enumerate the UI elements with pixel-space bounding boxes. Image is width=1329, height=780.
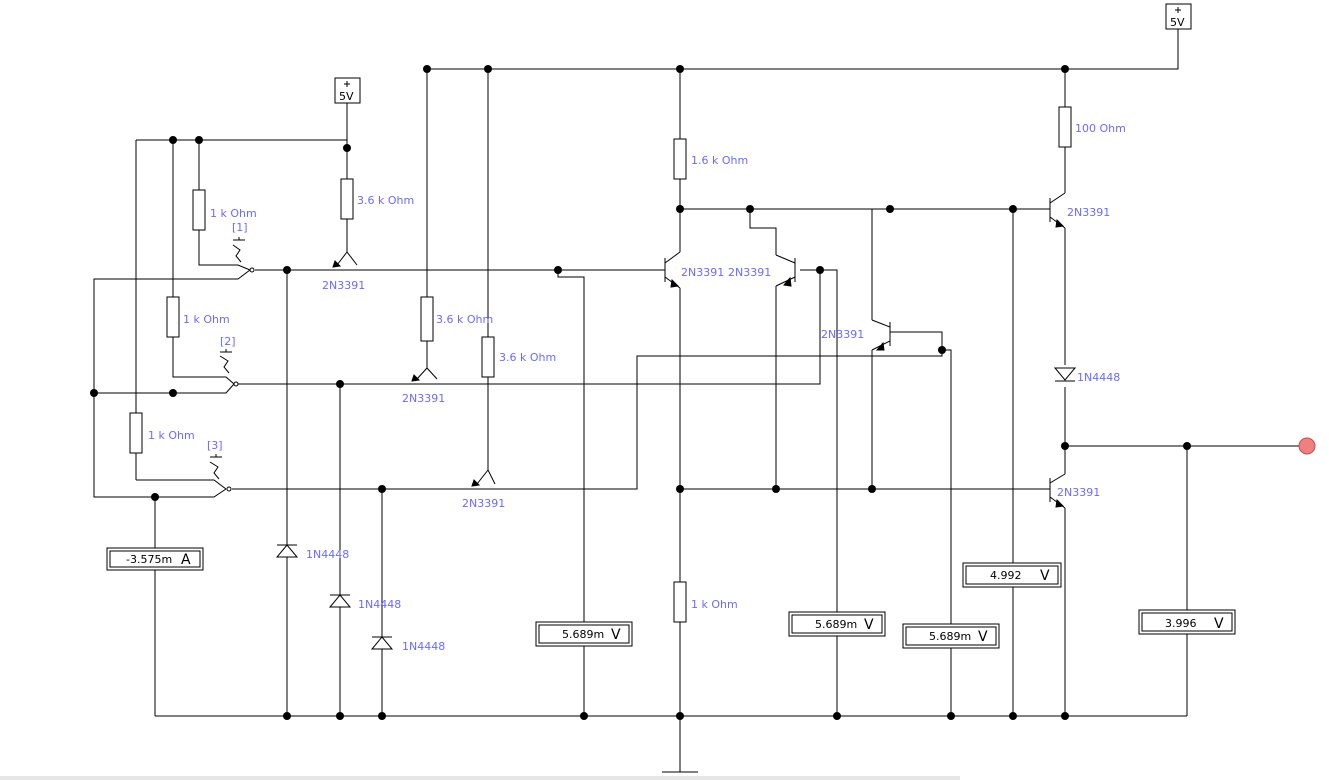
label-d-a: 1N4448 xyxy=(306,548,349,561)
label-r-1k-b: 1 k Ohm xyxy=(183,313,230,326)
resistors xyxy=(129,106,1072,623)
voltmeter-2-value: 5.689m xyxy=(815,618,857,631)
vcc-source-left[interactable]: 5V xyxy=(334,77,361,104)
vcc-label: 5V xyxy=(339,90,354,103)
label-d-b: 1N4448 xyxy=(358,598,401,611)
ammeter-value: -3.575m xyxy=(126,553,172,566)
transistor-mid[interactable] xyxy=(871,319,891,351)
label-q-input-3: 2N3391 xyxy=(462,497,505,510)
voltmeter-3[interactable]: 5.689m V xyxy=(902,623,1000,649)
label-r-100: 100 Ohm xyxy=(1075,122,1126,135)
voltmeter-1-unit: V xyxy=(611,627,621,643)
label-r-3-6k-a: 3.6 k Ohm xyxy=(357,194,414,207)
transistor-input-1[interactable] xyxy=(330,251,365,271)
label-q-pair-2: 2N3391 xyxy=(728,266,771,279)
component-labels: 100 Ohm 1.6 k Ohm 3.6 k Ohm 3.6 k Ohm 3.… xyxy=(148,122,1126,653)
switch-2[interactable] xyxy=(214,349,239,394)
resistor-3-6k-b[interactable] xyxy=(420,296,434,342)
voltmeter-4-value: 4.992 xyxy=(990,569,1022,582)
wires xyxy=(93,29,1300,773)
voltmeter-5[interactable]: 3.996 V xyxy=(1138,609,1236,635)
voltmeter-5-value: 3.996 xyxy=(1165,617,1197,630)
voltmeter-1[interactable]: 5.689m V xyxy=(535,621,633,647)
label-switch-2: [2] xyxy=(220,335,236,348)
vcc-label: 5V xyxy=(1170,16,1185,29)
label-q-input-1: 2N3391 xyxy=(322,279,365,292)
transistor-pair-right[interactable] xyxy=(775,254,820,287)
label-r-3-6k-c: 3.6 k Ohm xyxy=(499,351,556,364)
diode-c[interactable] xyxy=(370,636,394,650)
label-q-top: 2N3391 xyxy=(1067,206,1110,219)
voltmeter-2-unit: V xyxy=(864,617,874,633)
ammeter-unit: A xyxy=(181,552,191,568)
voltmeter-3-unit: V xyxy=(978,629,988,645)
label-q-mid: 2N3391 xyxy=(821,328,864,341)
label-q-input-2: 2N3391 xyxy=(402,392,445,405)
label-r-1k-d: 1 k Ohm xyxy=(691,598,738,611)
label-r-1k-a: 1 k Ohm xyxy=(210,207,257,220)
label-r-3-6k-b: 3.6 k Ohm xyxy=(436,313,493,326)
label-q-bottom: 2N3391 xyxy=(1057,486,1100,499)
resistor-3-6k-a[interactable] xyxy=(340,178,354,220)
voltmeter-3-value: 5.689m xyxy=(929,630,971,643)
label-d-out: 1N4448 xyxy=(1077,371,1120,384)
transistor-bottom[interactable] xyxy=(1048,473,1066,509)
label-switch-1: [1] xyxy=(232,221,248,234)
voltmeter-4-unit: V xyxy=(1040,568,1050,584)
switch-3[interactable] xyxy=(204,454,232,498)
resistor-100-ohm[interactable] xyxy=(1058,106,1072,148)
resistor-1k-b[interactable] xyxy=(166,296,180,338)
label-switch-3: [3] xyxy=(207,439,223,452)
diode-out[interactable] xyxy=(1053,367,1077,382)
transistor-input-2[interactable] xyxy=(410,367,445,385)
transistor-top[interactable] xyxy=(1048,192,1066,229)
label-r-1-6k: 1.6 k Ohm xyxy=(691,154,748,167)
resistor-1k-d[interactable] xyxy=(673,581,687,623)
voltmeter-4[interactable]: 4.992 V xyxy=(962,562,1062,588)
resistor-1k-a[interactable] xyxy=(192,189,206,231)
output-probe[interactable] xyxy=(1298,437,1316,455)
switch-1[interactable] xyxy=(226,237,255,280)
diode-a[interactable] xyxy=(275,544,299,558)
label-q-pair: 2N3391 xyxy=(681,266,724,279)
label-d-c: 1N4448 xyxy=(402,640,445,653)
voltmeter-5-unit: V xyxy=(1214,616,1224,632)
vcc-source-right[interactable]: 5V xyxy=(1165,3,1192,30)
label-r-1k-c: 1 k Ohm xyxy=(148,429,195,442)
voltmeter-2[interactable]: 5.689m V xyxy=(788,611,886,637)
transistor-pair-left[interactable] xyxy=(660,251,681,289)
resistor-1-6k[interactable] xyxy=(673,138,687,180)
voltmeter-1-value: 5.689m xyxy=(562,628,604,641)
junction-dots xyxy=(90,65,1191,720)
diode-b[interactable] xyxy=(328,594,352,608)
resistor-3-6k-c[interactable] xyxy=(481,336,495,378)
transistor-input-3[interactable] xyxy=(470,469,500,490)
bottom-strip xyxy=(0,776,960,780)
resistor-1k-c[interactable] xyxy=(129,412,143,454)
ammeter[interactable]: -3.575m A xyxy=(106,547,204,571)
